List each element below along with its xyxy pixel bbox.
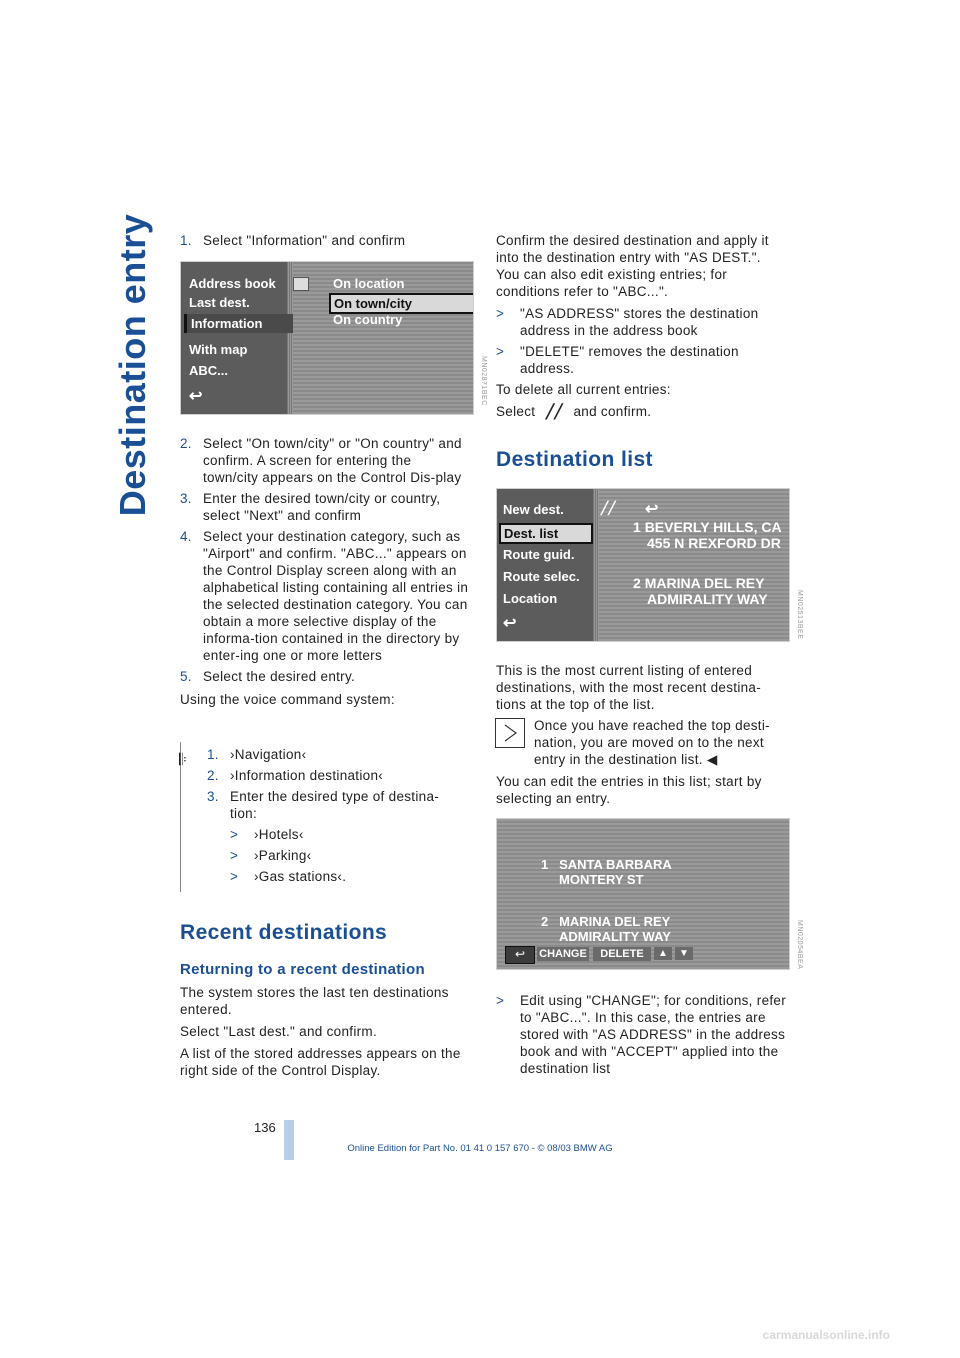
voice-command-box: 𝄆 1. ›Navigation‹ 2. ›Information destin… (179, 742, 467, 892)
watermark: carmanualsonline.info (762, 1328, 890, 1342)
voice-option: >›Gas stations‹. (230, 869, 347, 884)
voice-option: >›Hotels‹ (230, 827, 304, 842)
menu-address-book[interactable]: Address book (189, 276, 276, 291)
arrow-right-icon (495, 718, 525, 748)
menu-last-dest[interactable]: Last dest. (189, 295, 250, 310)
bullet-change: >Edit using "CHANGE"; for conditions, re… (496, 993, 787, 1076)
bullet-as-address: >"AS ADDRESS" stores the destination add… (496, 306, 759, 338)
control-display-information: Address book Last dest. Information With… (180, 261, 474, 415)
scroll-up-icon[interactable]: ▲ (654, 947, 672, 960)
footer: Online Edition for Part No. 01 41 0 157 … (347, 1143, 613, 1154)
voice-intro: Using the voice command system: (180, 692, 395, 707)
book-icon (293, 277, 309, 291)
change-button[interactable]: CHANGE (537, 947, 589, 961)
back-arrow-icon[interactable]: ↩ (503, 615, 517, 632)
recent-text: The system stores the last ten destinati… (180, 985, 461, 1078)
back-arrow-icon[interactable]: ↩ (189, 388, 203, 405)
menu-on-town-city[interactable]: On town/city (329, 293, 473, 314)
dest-entry-1[interactable]: 1 BEVERLY HILLS, CA 455 N REXFORD DR (633, 519, 782, 551)
menu-on-country[interactable]: On country (333, 312, 403, 327)
bullet-delete: >"DELETE" removes the destination addres… (496, 344, 739, 376)
note: Once you have reached the top desti-nati… (534, 718, 770, 767)
step-1: 1. Select "Information" and confirm (180, 233, 406, 248)
menu-location[interactable]: Location (503, 591, 558, 606)
delete-all-icon: ╱╱ (545, 404, 563, 419)
dest-entry-2[interactable]: 2 MARINA DEL REY ADMIRALITY WAY (633, 575, 768, 607)
image-code: MN02513BEE (796, 590, 803, 640)
dest-list-text: This is the most current listing of ente… (496, 663, 762, 712)
image-code: MN02871BEC (480, 356, 487, 406)
edit-intro: You can edit the entries in this list; s… (496, 774, 762, 806)
control-display-dest-list: New dest. Dest. list Route guid. Route s… (496, 488, 790, 642)
returning-heading: Returning to a recent destination (180, 961, 425, 978)
select-line: Select ╱╱ and confirm. (496, 404, 652, 419)
recent-destinations-heading: Recent destinations (180, 921, 388, 944)
voice-step-2: 2. ›Information destination‹ (207, 768, 384, 783)
voice-option: >›Parking‹ (230, 848, 312, 863)
step-5: 5. Select the desired entry. (180, 669, 356, 684)
menu-with-map[interactable]: With map (189, 342, 248, 357)
menu-abc[interactable]: ABC... (189, 363, 228, 378)
scroll-down-icon[interactable]: ▼ (675, 947, 693, 960)
edit-entry-2[interactable]: 2 MARINA DEL REY ADMIRALITY WAY (541, 914, 671, 944)
menu-new-dest[interactable]: New dest. (503, 502, 564, 517)
menu-route-guid[interactable]: Route guid. (503, 547, 575, 562)
menu-on-location[interactable]: On location (333, 276, 405, 291)
right-column: Confirm the desired destination and appl… (496, 232, 788, 425)
page-bar (284, 1120, 294, 1160)
step-3: 3. Enter the desired town/city or countr… (180, 491, 441, 523)
step-2: 2. Select "On town/city" or "On country"… (180, 436, 462, 485)
end-marker-icon: ◀ (706, 752, 718, 767)
image-code: MN02054BEA (796, 920, 803, 970)
left-column: 1. Select "Information" and confirm (180, 232, 470, 253)
delete-all-icon[interactable]: ╱╱ (601, 501, 616, 515)
edit-entry-1[interactable]: 1 SANTA BARBARA MONTERY ST (541, 857, 672, 887)
edit-bullets: >Edit using "CHANGE"; for conditions, re… (496, 992, 788, 1081)
section-side-title: Destination entry (112, 213, 153, 517)
menu-dest-list[interactable]: Dest. list (499, 523, 593, 544)
left-steps: 2. Select "On town/city" or "On country"… (180, 435, 470, 713)
voice-step-3: 3. Enter the desired type of destina-tio… (207, 789, 440, 821)
destination-list-heading: Destination list (496, 448, 653, 471)
page-number: 136 (254, 1120, 276, 1135)
menu-information[interactable]: Information (184, 314, 293, 333)
menu-route-selec[interactable]: Route selec. (503, 569, 580, 584)
voice-step-1: 1. ›Navigation‹ (207, 747, 307, 762)
back-arrow-icon[interactable]: ↩ (645, 501, 659, 518)
back-arrow-icon[interactable]: ↩ (505, 946, 535, 964)
step-4: 4. Select your destination category, suc… (180, 529, 469, 663)
delete-button[interactable]: DELETE (593, 947, 651, 961)
voice-icon: 𝄆 (179, 752, 187, 769)
control-display-entry-edit: 1 SANTA BARBARA MONTERY ST 2 MARINA DEL … (496, 818, 790, 970)
